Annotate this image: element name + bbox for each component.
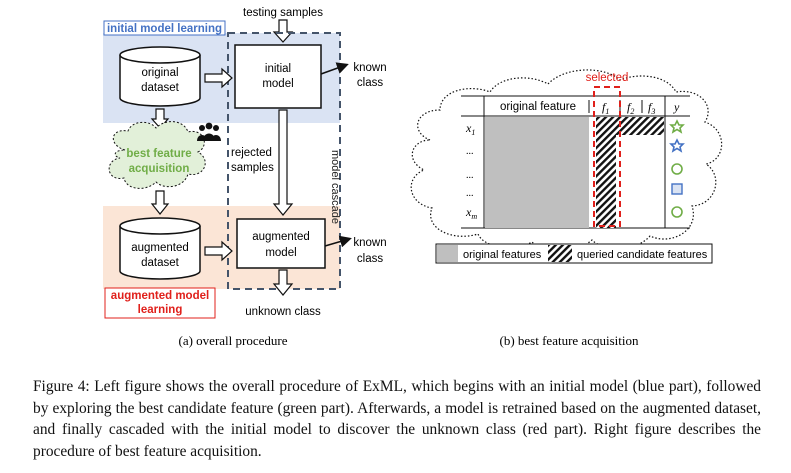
unknown-class-arrow xyxy=(272,269,294,296)
initial-model-box xyxy=(234,44,322,109)
original-dataset-label-2: dataset xyxy=(141,82,180,94)
best-feature-label-2: acquisition xyxy=(129,163,190,175)
row-x1: x1 xyxy=(465,121,475,137)
header-original-feature: original feature xyxy=(500,101,576,113)
candidate-features-row-x1 xyxy=(616,117,664,135)
header-y: y xyxy=(673,100,680,114)
known-class-bottom-arrow xyxy=(324,235,352,248)
rejected-label-1: rejected xyxy=(231,147,272,159)
header-f3: f3 xyxy=(648,100,655,116)
original-dataset-label-1: original xyxy=(141,67,178,79)
legend-original-swatch xyxy=(437,245,458,262)
row-dots-3: ... xyxy=(466,188,474,199)
people-icon xyxy=(197,122,221,141)
augdataset-to-augmodel-arrow xyxy=(204,240,233,262)
selected-box xyxy=(593,86,621,227)
original-feature-block xyxy=(485,117,589,228)
model-cascade-label: model cascade xyxy=(329,150,341,224)
initial-model-label-2: model xyxy=(262,78,293,90)
known-class-bottom-label-2: class xyxy=(357,253,383,265)
dataset-to-initial-arrow xyxy=(204,67,233,89)
left-panel: initial model learning testing samples m… xyxy=(103,7,387,348)
augmented-model-box xyxy=(236,218,326,269)
f1-hatched-column xyxy=(596,117,616,228)
augmented-dataset-label-2: dataset xyxy=(141,257,180,269)
initial-learning-label-box xyxy=(103,20,226,36)
augmented-model-label-1: augmented xyxy=(252,231,310,243)
row-dots-2: ... xyxy=(466,170,474,181)
figure-caption: Figure 4: Left figure shows the overall … xyxy=(33,378,761,460)
star-blue-icon xyxy=(669,138,685,153)
augmented-learning-label-2: learning xyxy=(138,304,183,316)
known-class-bottom-label-1: known xyxy=(353,237,386,249)
header-f2: f2 xyxy=(627,100,634,116)
augmented-dataset-cylinder xyxy=(119,217,201,280)
known-class-top-label-2: class xyxy=(357,77,383,89)
known-class-top-label-1: known xyxy=(353,62,386,74)
augmented-learning-label-box xyxy=(104,287,216,319)
row-dots-1: ... xyxy=(466,146,474,157)
rejected-samples-arrow xyxy=(272,109,294,216)
testing-samples-label: testing samples xyxy=(243,7,323,19)
legend-queried-label: queried candidate features xyxy=(577,249,708,261)
cloud-to-augmented-arrow xyxy=(150,190,170,215)
caption-b: (b) best feature acquisition xyxy=(500,333,639,348)
original-dataset-cylinder xyxy=(119,46,201,107)
augmented-learning-label-1: augmented model xyxy=(111,290,209,302)
right-panel: selected original feature f1 f2 f3 y x1 … xyxy=(410,69,723,348)
legend-original-label: original features xyxy=(463,249,542,261)
circle-green-icon xyxy=(671,163,683,175)
row-xm: xm xyxy=(465,205,477,221)
star-green-icon xyxy=(669,119,685,134)
rejected-label-2: samples xyxy=(231,162,274,174)
header-f1: f1 xyxy=(602,100,609,116)
initial-learning-label: initial model learning xyxy=(107,23,222,35)
square-blue-icon xyxy=(671,183,683,195)
circle-green-icon-2 xyxy=(671,206,683,218)
legend-queried-swatch xyxy=(548,245,572,262)
augmented-model-label-2: model xyxy=(265,247,296,259)
caption-a: (a) overall procedure xyxy=(179,333,288,348)
acquisition-cloud xyxy=(410,69,723,252)
initial-model-label-1: initial xyxy=(265,63,291,75)
best-feature-label-1: best feature xyxy=(126,148,191,160)
best-feature-cloud xyxy=(108,121,206,189)
known-class-top-arrow xyxy=(320,62,349,75)
augmented-dataset-label-1: augmented xyxy=(131,242,189,254)
legend-box xyxy=(435,243,713,264)
selected-label: selected xyxy=(586,72,629,84)
unknown-class-label: unknown class xyxy=(245,306,321,318)
